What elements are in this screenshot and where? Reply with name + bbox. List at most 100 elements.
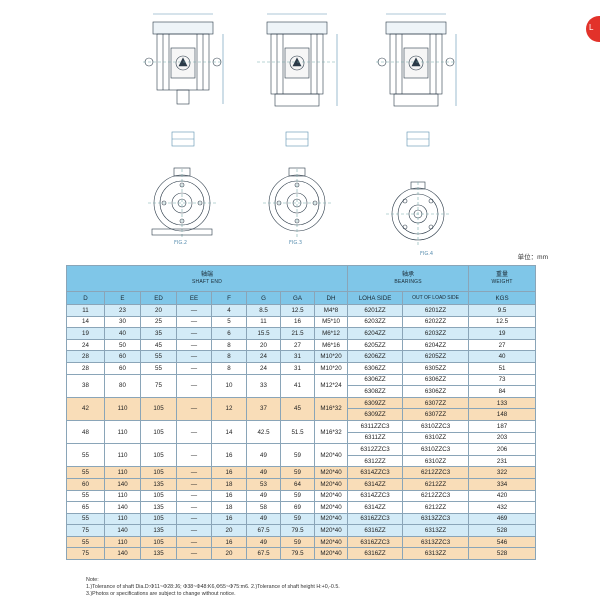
cell-ga: 59 xyxy=(280,512,315,526)
cell-os: 6212ZZC3 xyxy=(402,489,470,503)
cell-ee: — xyxy=(176,547,212,561)
motor-front-view-fig2 xyxy=(257,13,338,107)
cell-ga: 31 xyxy=(280,361,315,375)
cell-ls: 6314ZZ xyxy=(347,477,404,491)
cell-e: 140 xyxy=(104,501,141,514)
weight-header-zh: 重量 xyxy=(496,272,509,278)
cell-d: 28 xyxy=(66,361,105,375)
cell-os: 6310ZZC3 xyxy=(402,443,470,456)
table-column-header-row: D E ED EE F G GA DH LOHA SIDE OUT OF LOA… xyxy=(66,291,537,305)
cell-os: 6313ZZC3 xyxy=(402,512,470,526)
cell-e: 110 xyxy=(104,489,141,503)
cell-ee: — xyxy=(176,489,212,503)
cell-f: 20 xyxy=(211,547,247,561)
cell-ed: 105 xyxy=(140,512,177,526)
cell-f: 16 xyxy=(211,535,247,549)
cell-ls: 6311ZZ xyxy=(347,431,404,445)
cell-os: 6203ZZ xyxy=(402,327,470,340)
cell-kgs: 133 xyxy=(468,396,537,410)
cell-ls: 6203ZZ xyxy=(347,315,404,329)
cell-g: 58 xyxy=(246,501,281,514)
cell-ed: 105 xyxy=(140,466,177,479)
cell-g: 49 xyxy=(246,512,281,526)
cell-dh: M20*40 xyxy=(313,535,349,549)
cell-dh: M20*40 xyxy=(313,466,349,479)
cell-kgs: 73 xyxy=(468,373,537,387)
cell-d: 55 xyxy=(66,466,105,479)
cell-e: 110 xyxy=(104,535,141,549)
flange-view-fig3 xyxy=(263,167,331,237)
column-header: G xyxy=(246,291,281,305)
cell-ls: 6312ZZC3 xyxy=(347,443,404,456)
cell-ga: 27 xyxy=(280,338,315,352)
cell-ga: 59 xyxy=(280,466,315,479)
weight-header-en: WEIGHT xyxy=(491,279,513,285)
cell-d: 60 xyxy=(66,477,105,491)
column-header: DH xyxy=(313,291,349,305)
cell-e: 23 xyxy=(104,304,141,317)
cell-g: 33 xyxy=(246,373,281,398)
cell-ls: 6316ZZC3 xyxy=(347,512,404,526)
cell-d: 42 xyxy=(66,396,105,421)
cell-f: 16 xyxy=(211,443,247,468)
cell-ed: 45 xyxy=(140,338,177,352)
unit-label: 单位：mm xyxy=(517,254,548,261)
bearings-header-zh: 轴承 xyxy=(402,272,415,278)
cell-ed: 105 xyxy=(140,419,177,445)
cell-ed: 135 xyxy=(140,477,177,491)
cell-os: 6313ZZ xyxy=(402,547,470,561)
cell-ee: — xyxy=(176,338,212,352)
cell-ls: 6205ZZ xyxy=(347,338,404,352)
cell-f: 5 xyxy=(211,315,247,329)
cell-kgs: 322 xyxy=(468,466,537,479)
cell-dh: M6*16 xyxy=(313,338,349,352)
cell-e: 110 xyxy=(104,419,141,445)
cell-ls: 6311ZZC3 xyxy=(347,419,404,433)
cell-ls: 6306ZZ xyxy=(347,361,404,375)
cell-ga: 79.5 xyxy=(280,547,315,561)
cell-d: 75 xyxy=(66,547,105,561)
shaft-end-header-en: SHAFT END xyxy=(192,279,223,285)
cell-e: 140 xyxy=(104,547,141,561)
cell-os: 6202ZZ xyxy=(402,315,470,329)
cell-g: 11 xyxy=(246,315,281,329)
side-tab-label: L xyxy=(589,23,594,32)
cell-ee: — xyxy=(176,524,212,537)
cell-e: 140 xyxy=(104,524,141,537)
cell-os: 6310ZZC3 xyxy=(402,419,470,433)
cell-g: 67.5 xyxy=(246,547,281,561)
cell-ls: 6314ZZC3 xyxy=(347,466,404,479)
cell-g: 49 xyxy=(246,466,281,479)
column-header: F xyxy=(211,291,247,305)
fig-label-4: FIG.4 xyxy=(420,251,433,257)
cell-dh: M20*40 xyxy=(313,489,349,503)
cell-ee: — xyxy=(176,304,212,317)
cell-kgs: 19 xyxy=(468,327,537,340)
cell-kgs: 27 xyxy=(468,338,537,352)
cell-ga: 59 xyxy=(280,535,315,549)
cell-ee: — xyxy=(176,466,212,479)
column-header: KGS xyxy=(468,291,537,305)
notes-title: Note: xyxy=(86,577,99,583)
cell-os: 6313ZZ xyxy=(402,524,470,537)
cell-g: 8.5 xyxy=(246,304,281,317)
cell-d: 14 xyxy=(66,315,105,329)
column-header: ED xyxy=(140,291,177,305)
cell-d: 19 xyxy=(66,327,105,340)
cell-ls: 6309ZZ xyxy=(347,396,404,410)
cell-os: 6305ZZ xyxy=(402,361,470,375)
cell-ga: 59 xyxy=(280,443,315,468)
cell-f: 14 xyxy=(211,419,247,445)
flange-view-fig2 xyxy=(148,167,216,237)
motor-front-view-fig1 xyxy=(143,13,224,105)
